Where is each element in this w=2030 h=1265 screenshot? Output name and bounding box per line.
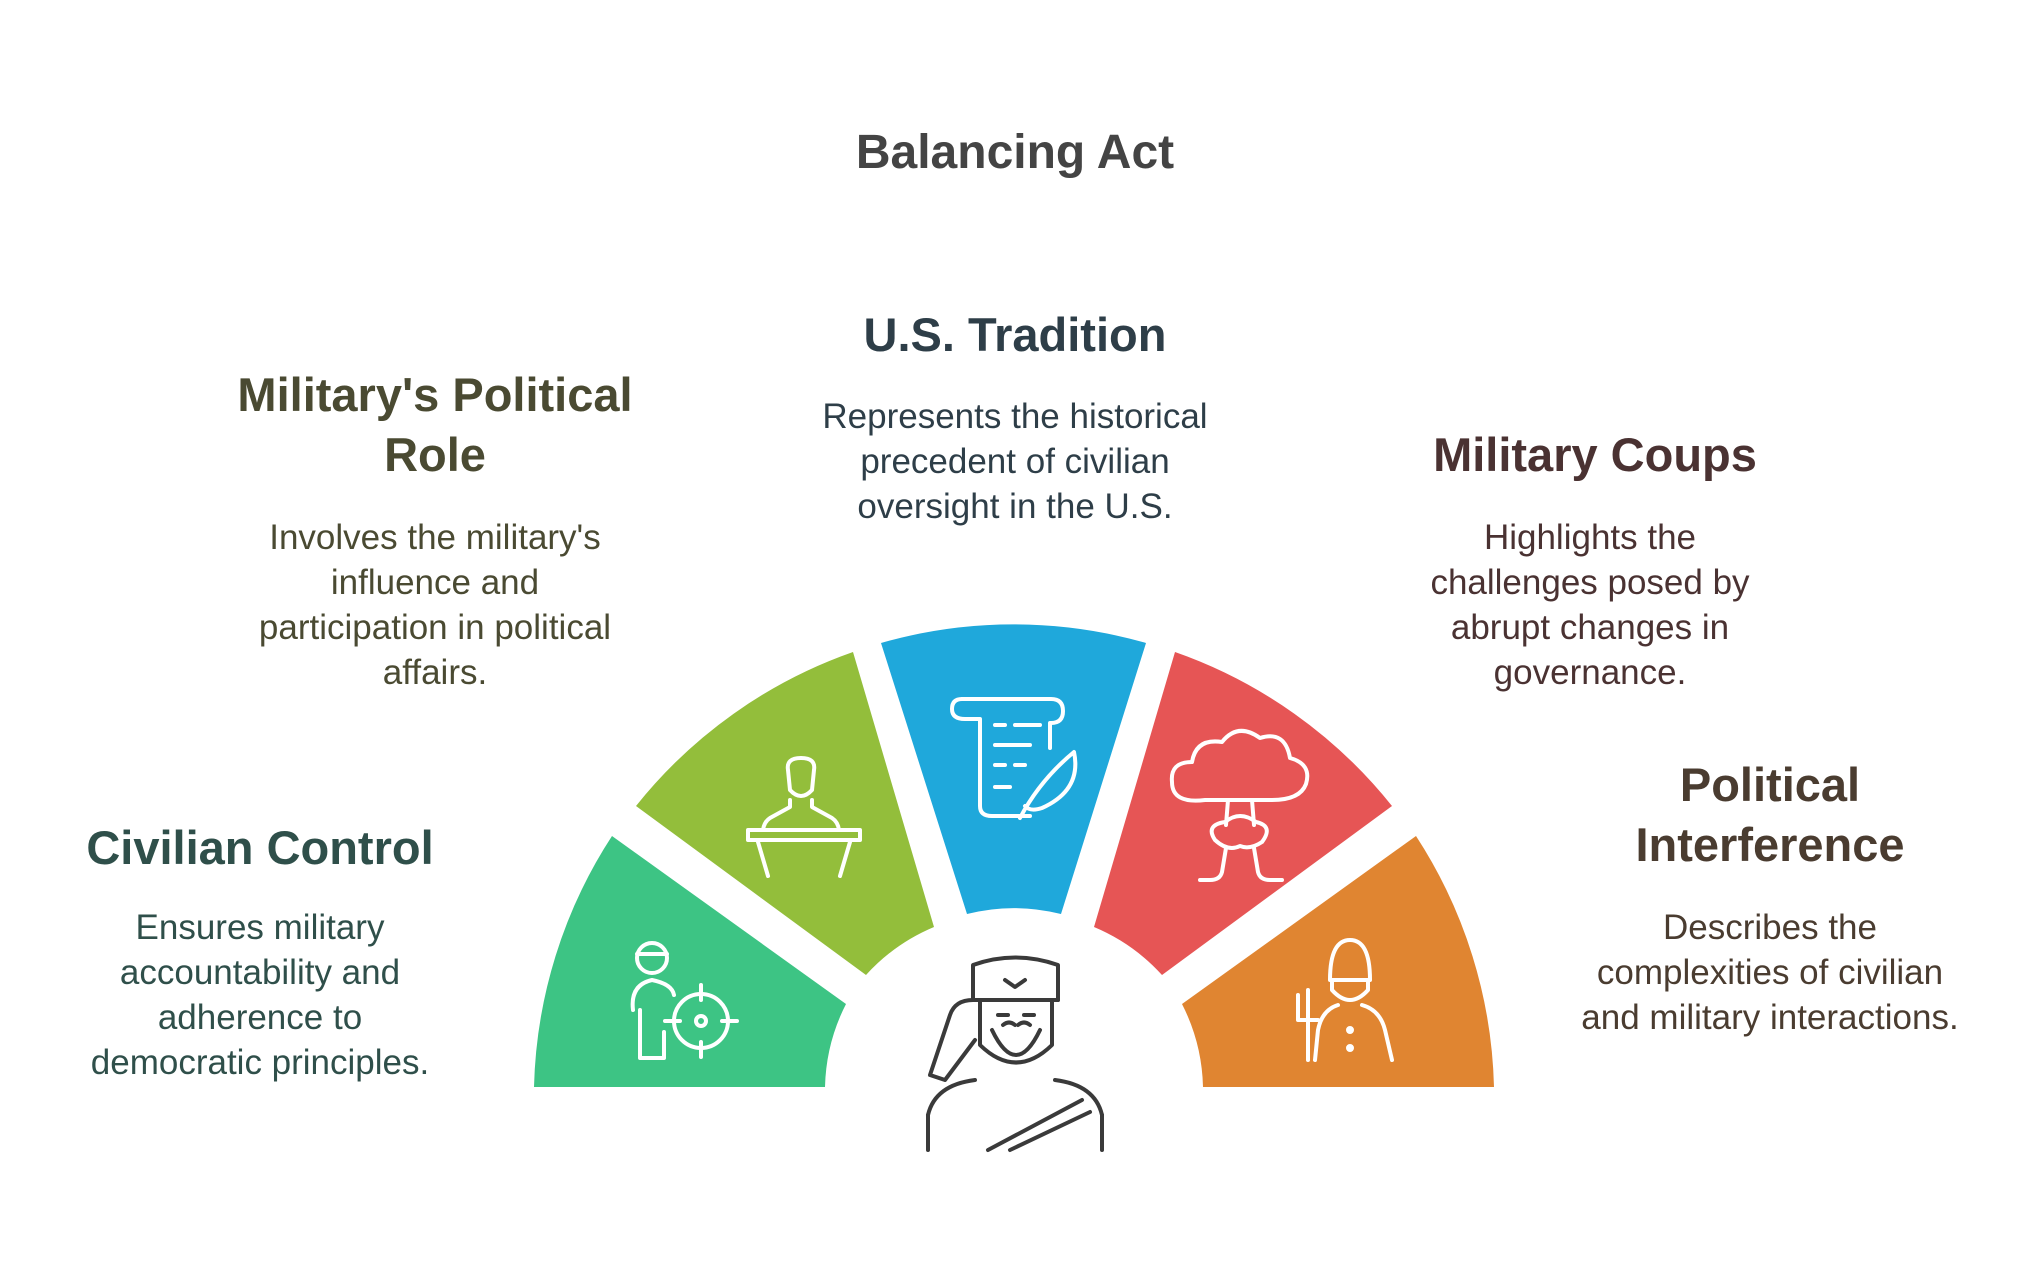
royal-guard-icon <box>1296 938 1394 1062</box>
desc-us-tradition: Represents the historical precedent of c… <box>822 397 1208 526</box>
desc-military-coups: Highlights the challenges posed by abrup… <box>1430 518 1750 692</box>
heading-military-coups: Military Coups <box>1433 428 1757 481</box>
soldier-target-icon <box>630 941 739 1060</box>
saluting-soldier-icon <box>926 955 1104 1152</box>
desc-civilian-control: Ensures military accountability and adhe… <box>90 908 430 1082</box>
segment-military-political-role <box>636 652 934 975</box>
desc-political-interference: Describes the complexities of civilian a… <box>1581 908 1959 1037</box>
diagram-title: Balancing Act <box>855 126 1175 179</box>
heading-political-interference: Political Interference <box>1635 758 1905 871</box>
segment-military-coups <box>1094 652 1392 975</box>
scroll-quill-icon <box>950 697 1078 820</box>
speaker-podium-icon <box>746 756 862 878</box>
heading-military-political-role: Military's Political Role <box>237 368 633 481</box>
segment-political-interference <box>1182 836 1494 1087</box>
segment-civilian-control <box>534 836 846 1087</box>
heading-civilian-control: Civilian Control <box>86 821 434 874</box>
mushroom-cloud-icon <box>1169 729 1310 882</box>
desc-military-political-role: Involves the military's influence and pa… <box>258 518 612 692</box>
heading-us-tradition: U.S. Tradition <box>863 308 1167 361</box>
segment-us-tradition <box>881 624 1146 914</box>
